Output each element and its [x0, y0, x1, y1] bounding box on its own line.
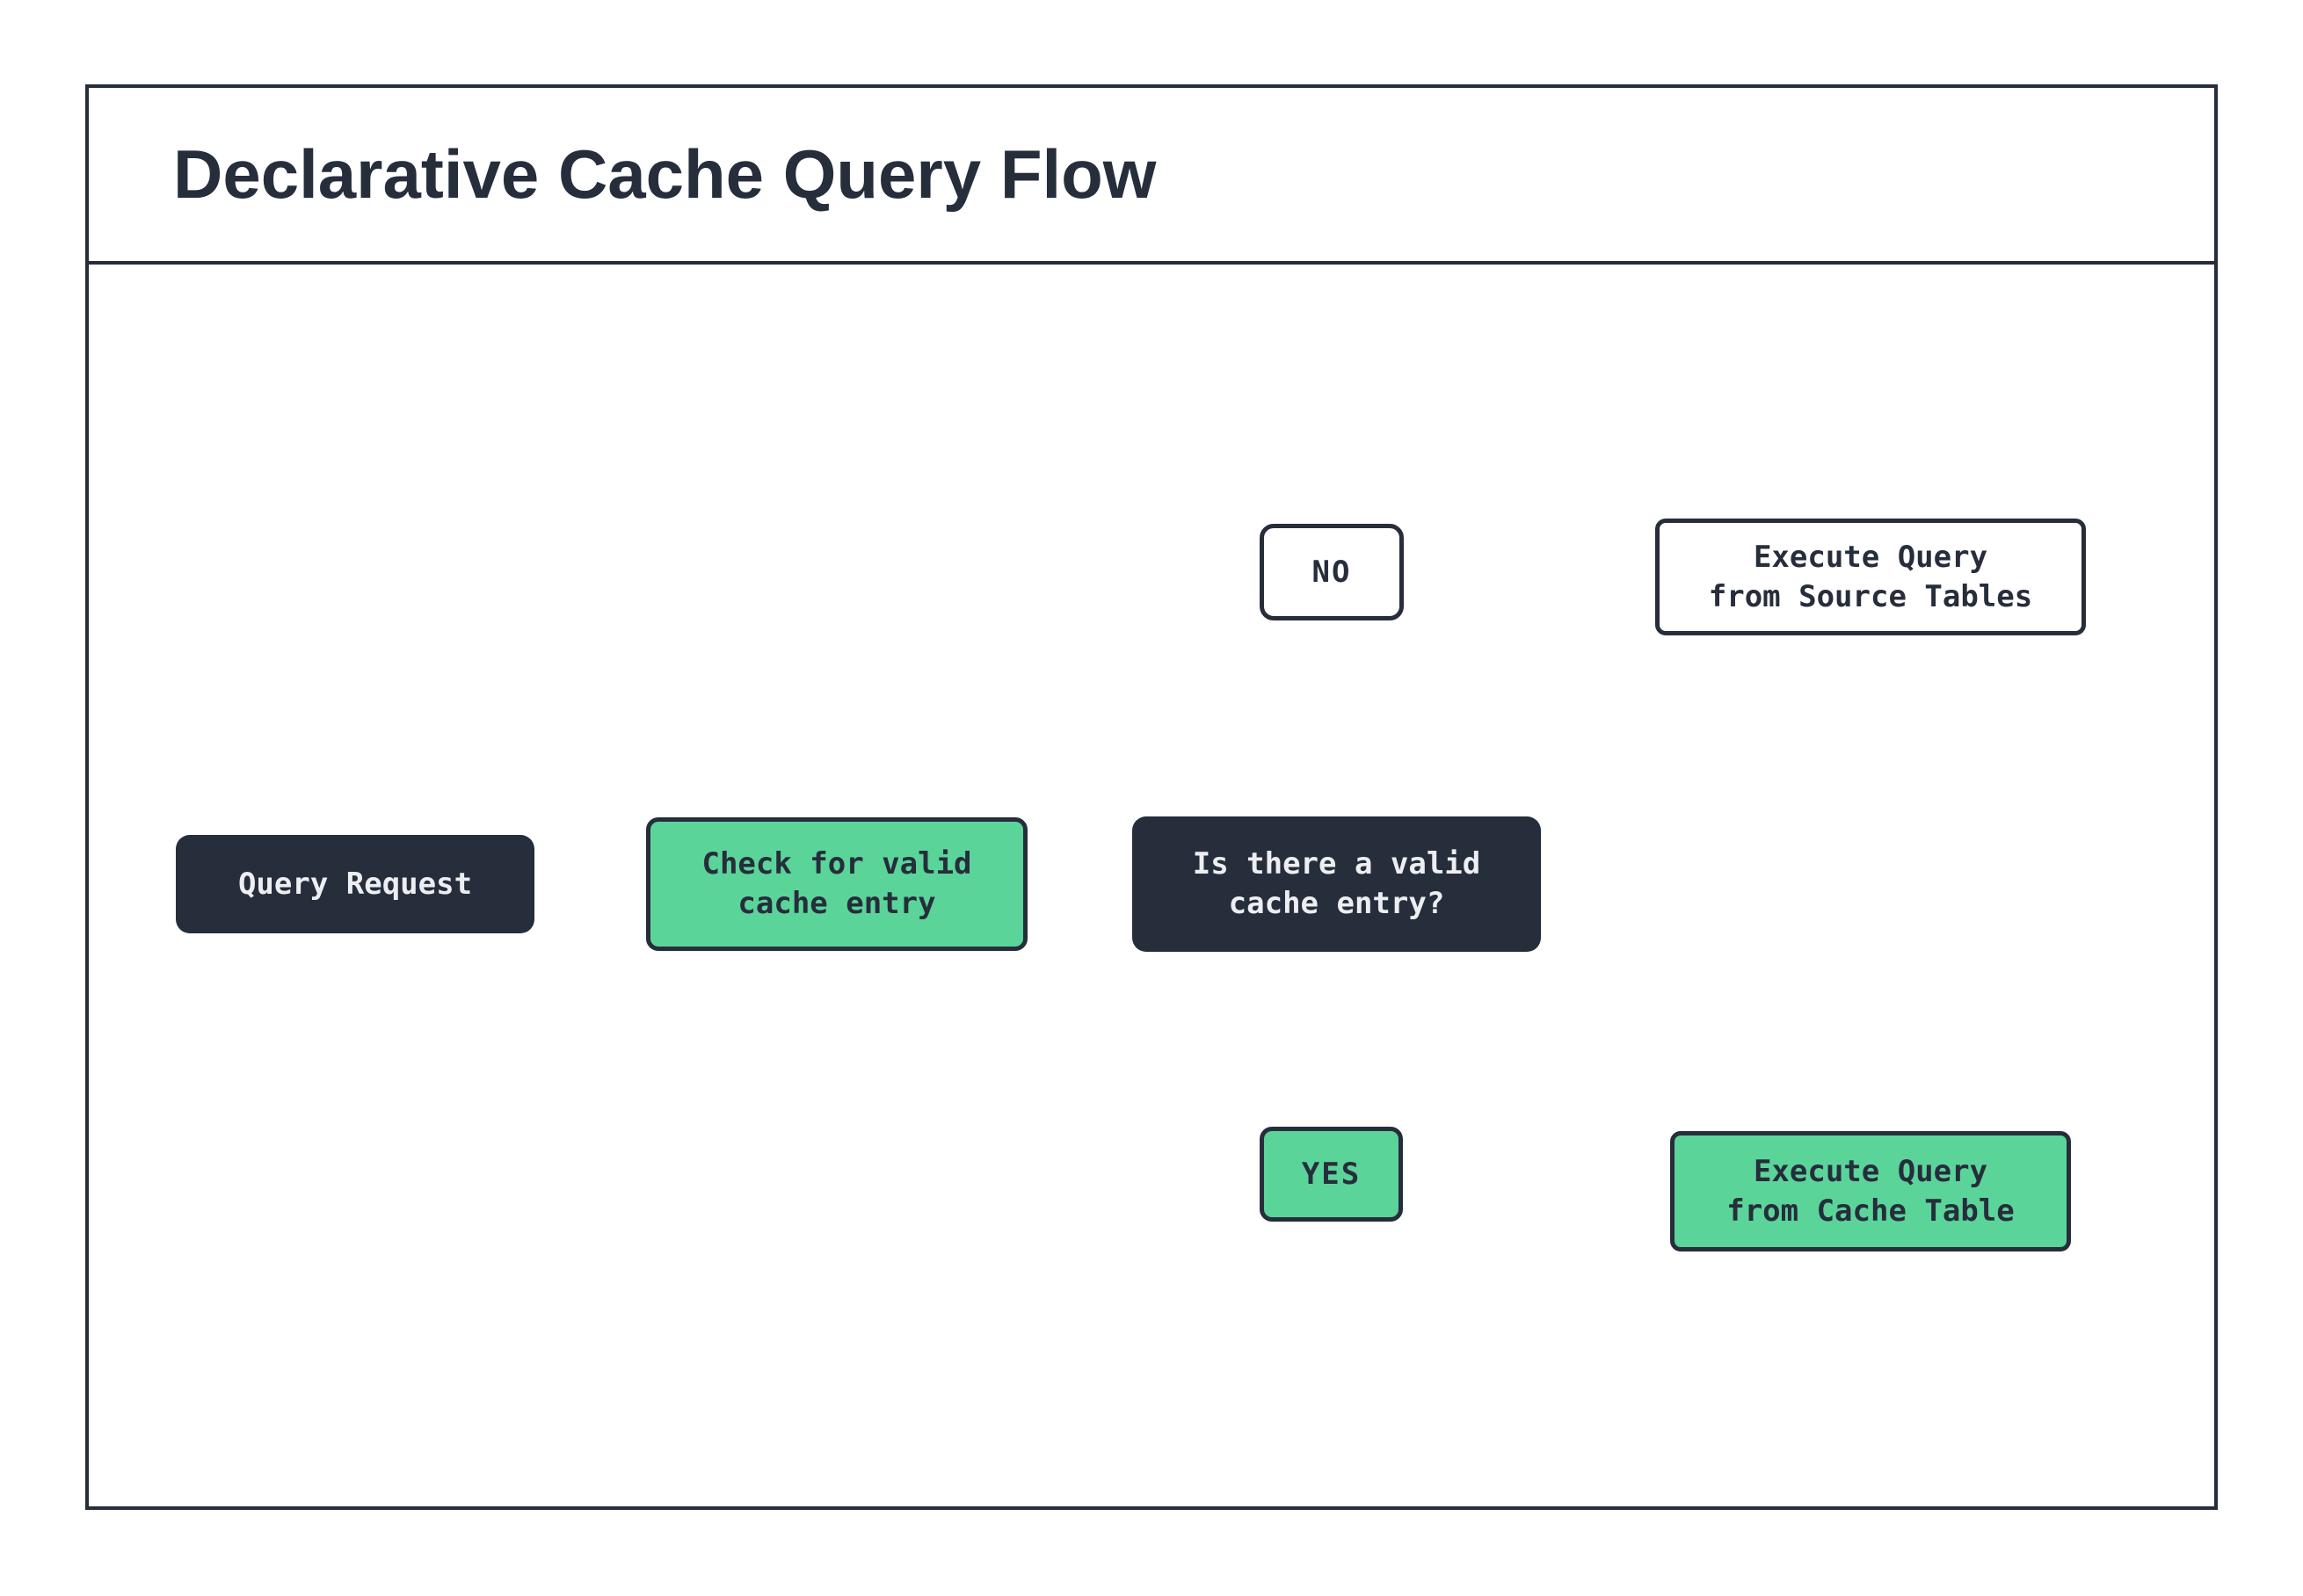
branch-yes-badge: YES: [1260, 1127, 1403, 1222]
node-execute-source-tables-label: Execute Query from Source Tables: [1708, 539, 2033, 614]
node-query-request: Query Request: [176, 835, 534, 933]
node-decision-valid-cache: Is there a valid cache entry?: [1132, 816, 1541, 952]
page-title: Declarative Cache Query Flow: [173, 135, 1157, 213]
node-execute-cache-table-label: Execute Query from Cache Table: [1726, 1153, 2015, 1229]
node-check-cache: Check for valid cache entry: [646, 817, 1028, 951]
diagram-frame: Declarative Cache Query Flow: [85, 84, 2218, 1510]
node-check-cache-label: Check for valid cache entry: [701, 846, 972, 921]
branch-no-badge: NO: [1260, 524, 1404, 620]
branch-yes-label: YES: [1301, 1156, 1362, 1192]
node-execute-cache-table: Execute Query from Cache Table: [1670, 1131, 2071, 1251]
node-decision-label: Is there a valid cache entry?: [1192, 846, 1481, 921]
branch-no-label: NO: [1311, 554, 1352, 590]
node-execute-source-tables: Execute Query from Source Tables: [1655, 519, 2086, 635]
node-query-request-label: Query Request: [237, 866, 473, 902]
title-bar: Declarative Cache Query Flow: [89, 88, 2214, 265]
